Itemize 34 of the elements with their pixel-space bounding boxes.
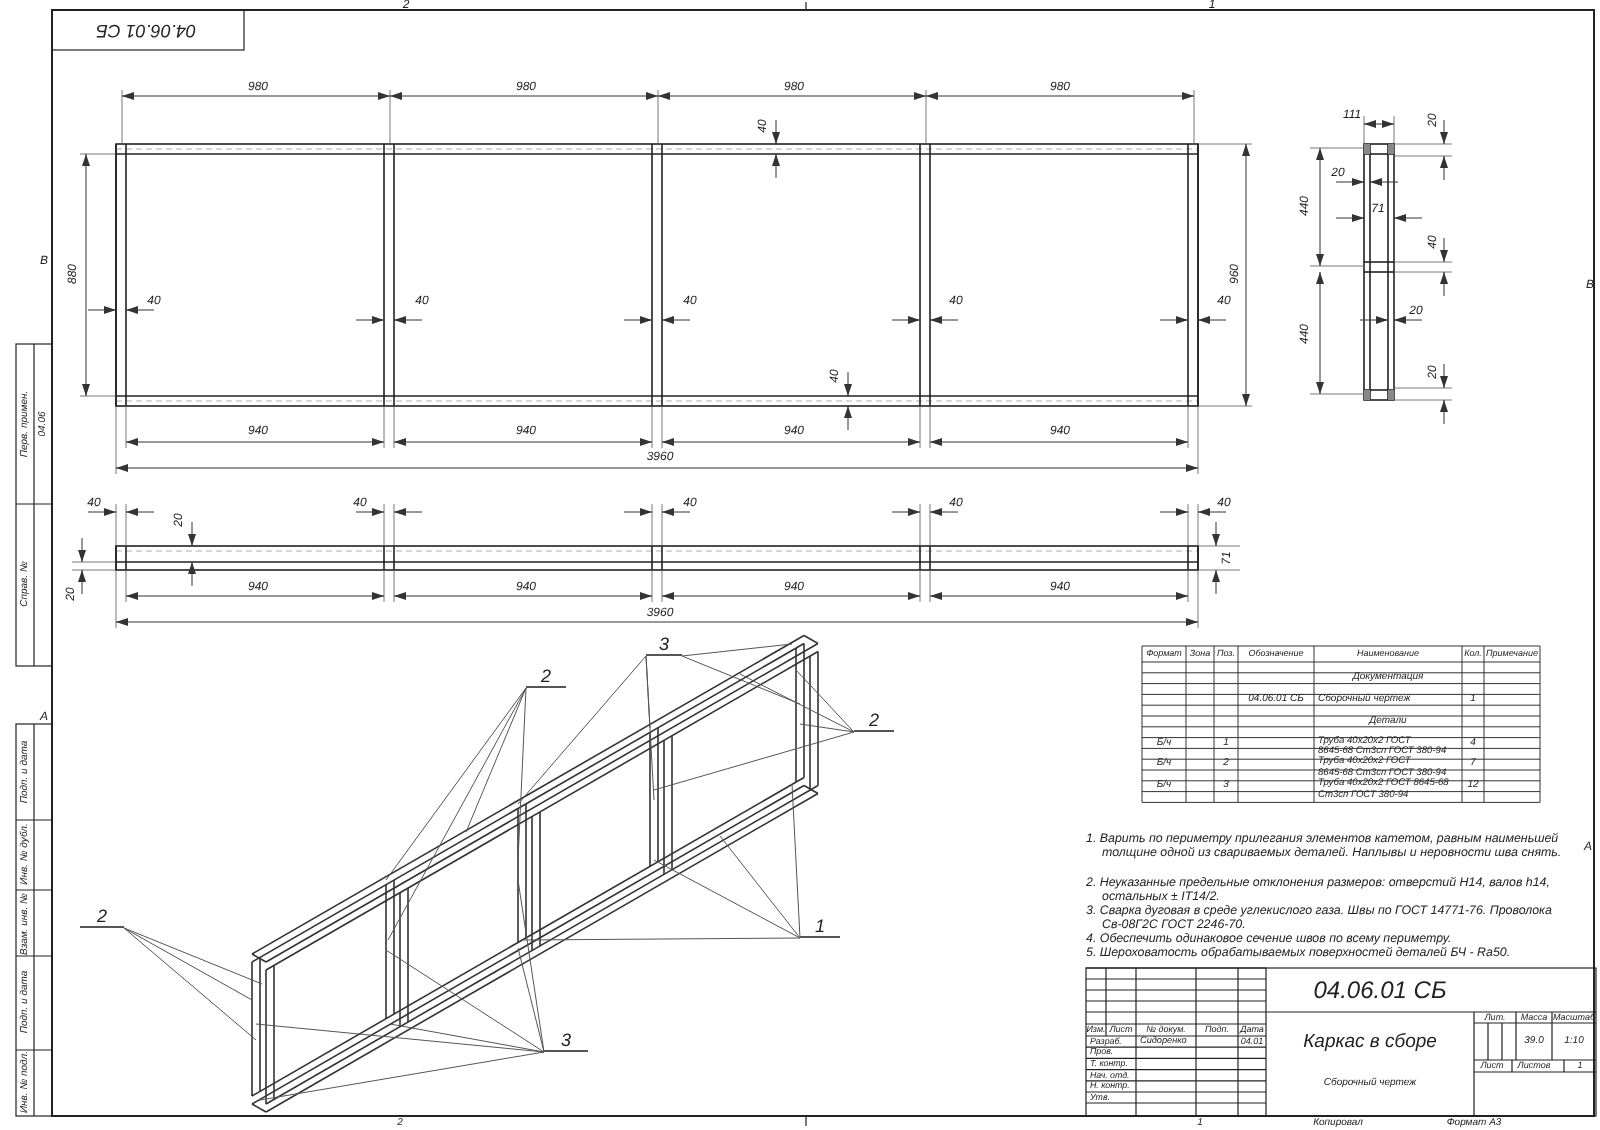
leader-line [123,927,253,1001]
leader-line [123,927,257,1041]
leader-line [645,655,655,801]
leader-line [795,669,855,733]
callout-number: 2 [80,908,124,928]
leader-line [385,949,545,1053]
leader-line [681,655,801,705]
leader-line [523,937,801,941]
leader-line [123,927,263,985]
leader-line [517,655,647,805]
leader-line [681,643,793,657]
callout-number: 3 [544,1032,588,1052]
leader-line [653,731,855,791]
leader-line [385,687,527,881]
leader-line [799,723,855,733]
leader-line [653,859,801,939]
leader-line [259,1051,545,1101]
leader-line [465,687,527,833]
callout-number: 2 [526,668,566,688]
drawing-title: Каркас в сборе [1303,1032,1437,1052]
leader-line [739,673,855,733]
leader-line [791,783,801,939]
leader-line [719,835,801,939]
drawing-number: 04.06.01 СБ [1313,978,1447,1002]
leader-line [387,687,527,941]
leader-line [517,687,527,861]
callout-number: 3 [646,636,682,656]
drawing-number: 04.06.01 СБ [96,21,196,39]
leader-line [389,1023,545,1053]
leader-line [255,1023,545,1053]
callout-number: 1 [800,918,840,938]
callout-number: 2 [854,712,894,732]
leader-line [517,947,545,1053]
leader-line [517,879,545,1053]
